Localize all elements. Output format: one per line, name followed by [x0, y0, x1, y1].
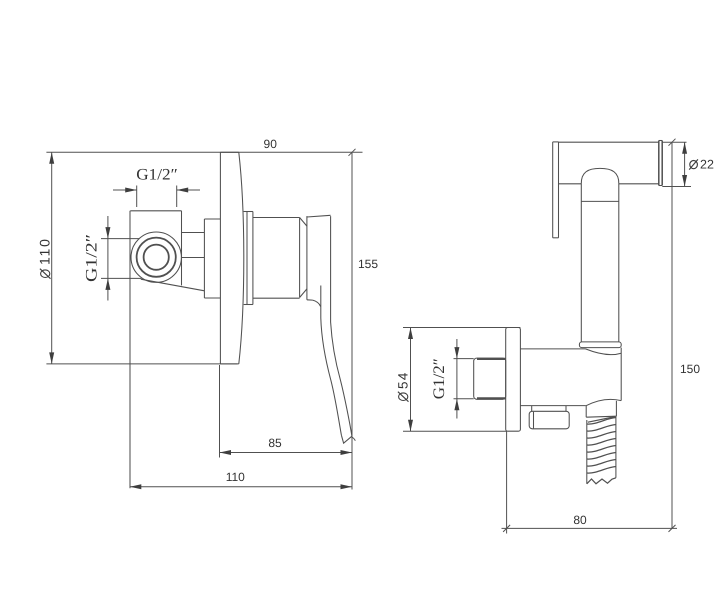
svg-text:80: 80	[573, 513, 587, 527]
svg-text:150: 150	[680, 362, 700, 376]
svg-text:22: 22	[700, 158, 714, 172]
svg-text:G1/2″: G1/2″	[84, 234, 101, 282]
svg-text:G1/2″: G1/2″	[431, 358, 448, 399]
svg-text:110: 110	[226, 470, 245, 484]
svg-text:90: 90	[264, 137, 278, 151]
svg-text:54: 54	[396, 371, 411, 389]
svg-text:155: 155	[358, 257, 378, 271]
svg-text:G1/2″: G1/2″	[136, 167, 178, 184]
svg-text:110: 110	[37, 237, 53, 265]
svg-text:85: 85	[268, 436, 282, 450]
